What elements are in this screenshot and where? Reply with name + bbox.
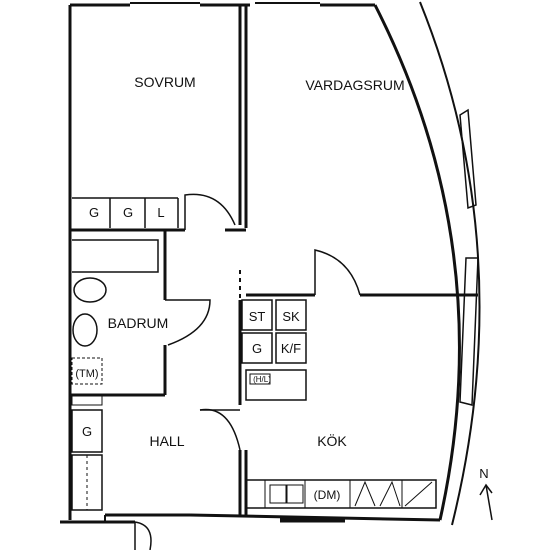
dm-label: (DM) (314, 488, 341, 502)
interior-walls (70, 5, 478, 515)
north-arrow-icon: N (479, 466, 493, 521)
doors (134, 193, 361, 550)
kitchen-label-kf: K/F (281, 341, 301, 356)
room-label-sovrum: SOVRUM (134, 74, 195, 90)
hall-small-label: (H/L) (253, 375, 271, 384)
north-label: N (479, 466, 488, 481)
hall-wardrobe (71, 394, 103, 511)
wardrobe-label-3: L (157, 205, 164, 220)
hall-wardrobe-label: G (82, 424, 92, 439)
kitchen-label-g: G (252, 341, 262, 356)
bathroom-fixtures (71, 277, 107, 385)
room-label-kok: KÖK (317, 432, 347, 449)
wardrobe-label-1: G (89, 205, 99, 220)
kitchen-label-sk: SK (282, 309, 300, 324)
kitchen-fixtures (241, 299, 437, 509)
room-label-badrum: BADRUM (108, 315, 169, 331)
wardrobe-label-2: G (123, 205, 133, 220)
outer-walls (60, 1, 481, 526)
room-label-hall: HALL (149, 433, 184, 449)
kitchen-label-st: ST (249, 309, 266, 324)
tm-label: (TM) (75, 368, 98, 380)
room-label-vardagsrum: VARDAGSRUM (305, 77, 404, 93)
